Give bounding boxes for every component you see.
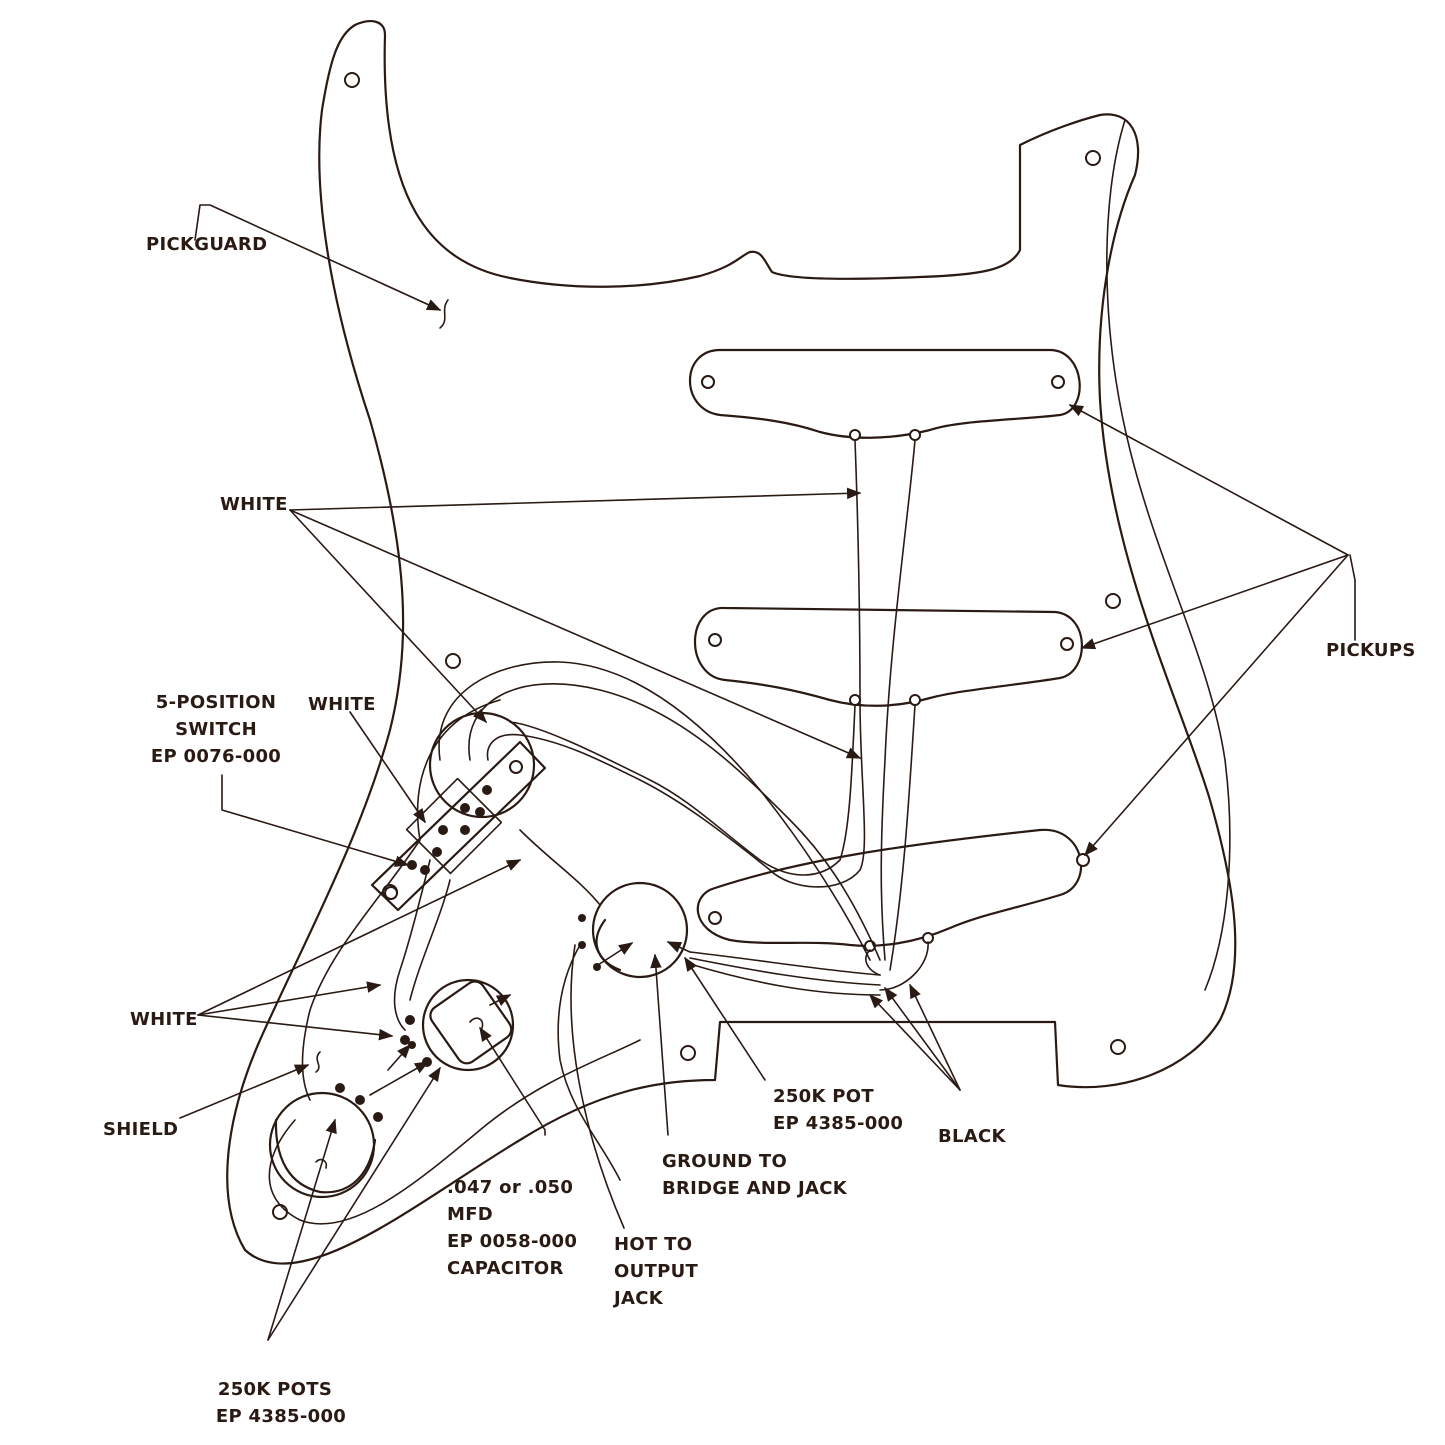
pot-volume [268,1083,383,1199]
leader-lines [179,204,1356,1341]
label-pots-bottom-line1: 250K POTS [218,1379,332,1400]
pickup-neck [688,348,1081,441]
screw-hole-icon [1110,1039,1126,1055]
screw-hole-icon [1085,150,1101,166]
pot-tone [578,881,689,979]
screw-hole-icon [1105,593,1121,609]
label-pot-middle-line1: 250K POT [773,1086,874,1107]
pickguard-outline [226,20,1237,1265]
label-hot-line3: JACK [612,1288,664,1309]
pickup-middle [694,606,1083,707]
screw-holes [272,72,1126,1220]
label-pot-middle-line2: EP 4385-000 [773,1113,903,1134]
label-switch-line2: SWITCH [175,719,257,740]
screw-hole-icon [680,1045,696,1061]
label-ground-line2: BRIDGE AND JACK [662,1178,848,1199]
label-white-top: WHITE [220,494,288,515]
label-capacitor-line2: MFD [447,1204,493,1225]
label-hot-line2: OUTPUT [614,1261,699,1282]
label-hot-line1: HOT TO [614,1234,692,1255]
label-white-bottom: WHITE [130,1009,198,1030]
label-pickguard: PICKGUARD [146,234,267,255]
pickup-wires [268,439,929,1225]
switch-body [370,740,547,912]
labels: PICKGUARD WHITE 5-POSITION SWITCH EP 007… [103,234,1416,1427]
label-capacitor-line4: CAPACITOR [447,1258,564,1279]
label-ground-line1: GROUND TO [662,1151,787,1172]
screw-hole-icon [445,653,461,669]
pickup-bridge [696,828,1090,952]
label-switch-line3: EP 0076-000 [151,746,281,767]
label-pickups: PICKUPS [1326,640,1416,661]
label-pots-bottom-line2: EP 4385-000 [216,1406,346,1427]
screw-hole-icon [272,1204,288,1220]
label-capacitor-line1: .047 or .050 [447,1177,573,1198]
label-white-switch: WHITE [308,694,376,715]
label-shield: SHIELD [103,1119,178,1140]
switch-assembly [370,711,547,912]
label-capacitor-line3: EP 0058-000 [447,1231,577,1252]
label-switch-line1: 5-POSITION [156,692,277,713]
screw-hole-icon [344,72,360,88]
label-black: BLACK [938,1126,1007,1147]
